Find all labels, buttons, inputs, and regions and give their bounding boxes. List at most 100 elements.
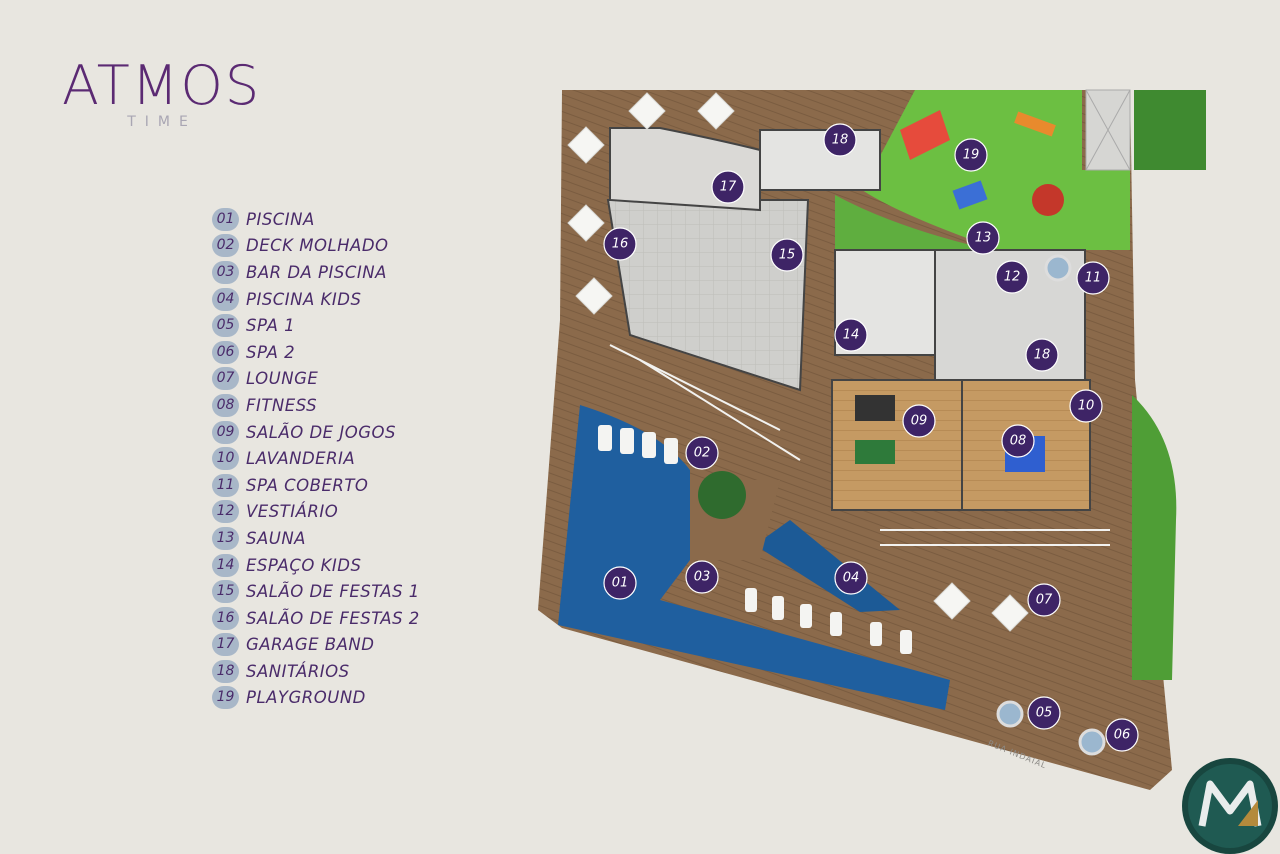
legend-label: ESPAÇO KIDS <box>246 555 362 575</box>
svg-text:01: 01 <box>612 576 629 591</box>
legend-number: 04 <box>212 287 239 311</box>
map-marker-18[interactable]: 18 <box>1025 338 1059 372</box>
map-marker-11[interactable]: 11 <box>1076 261 1110 295</box>
legend-number: 03 <box>212 260 239 284</box>
legend-item: 01 PISCINA <box>212 206 420 233</box>
legend-label: LOUNGE <box>246 369 319 389</box>
legend-number: 14 <box>212 553 239 577</box>
map-marker-08[interactable]: 08 <box>1001 424 1035 458</box>
legend-label: SAUNA <box>246 528 306 548</box>
map-marker-14[interactable]: 14 <box>834 318 868 352</box>
legend-item: 18 SANITÁRIOS <box>212 658 420 685</box>
legend-item: 14 ESPAÇO KIDS <box>212 552 420 579</box>
svg-text:04: 04 <box>843 571 860 586</box>
svg-text:17: 17 <box>720 180 737 195</box>
legend-label: DECK MOLHADO <box>246 236 389 256</box>
legend-item: 15 SALÃO DE FESTAS 1 <box>212 578 420 605</box>
svg-text:05: 05 <box>1036 706 1053 721</box>
legend-number: 10 <box>212 447 239 471</box>
legend-number: 13 <box>212 526 239 550</box>
map-marker-05[interactable]: 05 <box>1027 696 1061 730</box>
svg-text:16: 16 <box>612 237 629 252</box>
legend-item: 13 SAUNA <box>212 525 420 552</box>
games-room <box>831 379 963 511</box>
svg-text:11: 11 <box>1085 271 1102 286</box>
slide <box>900 110 950 160</box>
map-marker-04[interactable]: 04 <box>834 561 868 595</box>
legend-number: 06 <box>212 340 239 364</box>
legend-item: 19 PLAYGROUND <box>212 685 420 712</box>
map-marker-07[interactable]: 07 <box>1027 583 1061 617</box>
legend-label: PLAYGROUND <box>246 688 366 708</box>
map-marker-01[interactable]: 01 <box>603 566 637 600</box>
legend-number: 19 <box>212 686 239 710</box>
map-marker-18[interactable]: 18 <box>823 123 857 157</box>
logo-subtitle: TIME <box>127 114 197 130</box>
map-marker-12[interactable]: 12 <box>995 260 1029 294</box>
map-marker-06[interactable]: 06 <box>1105 718 1139 752</box>
legend-label: SALÃO DE FESTAS 2 <box>246 608 420 628</box>
map-marker-09[interactable]: 09 <box>902 404 936 438</box>
legend-item: 07 LOUNGE <box>212 366 420 393</box>
map-marker-16[interactable]: 16 <box>603 227 637 261</box>
legend-label: SANITÁRIOS <box>246 661 350 681</box>
map-marker-03[interactable]: 03 <box>685 560 719 594</box>
legend-label: FITNESS <box>246 395 318 415</box>
lawn-strip <box>1132 395 1177 680</box>
pergola <box>609 344 1110 546</box>
svg-text:09: 09 <box>911 414 928 429</box>
restroom-block <box>759 129 881 191</box>
legend-item: 16 SALÃO DE FESTAS 2 <box>212 605 420 632</box>
legend-number: 05 <box>212 314 239 338</box>
legend-item: 12 VESTIÁRIO <box>212 499 420 526</box>
spa-tub-2 <box>1078 728 1106 756</box>
spa-tub-1 <box>996 700 1024 728</box>
map-marker-02[interactable]: 02 <box>685 436 719 470</box>
svg-text:12: 12 <box>1004 270 1021 285</box>
svg-text:07: 07 <box>1036 593 1053 608</box>
legend-label: BAR DA PISCINA <box>246 262 387 282</box>
svg-text:18: 18 <box>1034 348 1051 363</box>
sun-loungers <box>598 425 912 654</box>
main-pool <box>558 405 950 710</box>
svg-text:14: 14 <box>843 328 860 343</box>
svg-text:03: 03 <box>694 570 711 585</box>
legend: 01 PISCINA 02 DECK MOLHADO 03 BAR DA PISCIN… <box>212 206 420 711</box>
map-marker-19[interactable]: 19 <box>954 138 988 172</box>
legend-label: VESTIÁRIO <box>246 502 339 522</box>
map-marker-15[interactable]: 15 <box>770 238 804 272</box>
legend-number: 12 <box>212 500 239 524</box>
legend-number: 07 <box>212 367 239 391</box>
legend-number: 02 <box>212 234 239 258</box>
logo-title: ATMOS <box>62 54 262 117</box>
legend-label: PISCINA <box>246 209 315 229</box>
map-marker-17[interactable]: 17 <box>711 170 745 204</box>
svg-text:13: 13 <box>975 231 992 246</box>
legend-number: 16 <box>212 606 239 630</box>
legend-number: 18 <box>212 659 239 683</box>
map-marker-13[interactable]: 13 <box>966 221 1000 255</box>
map-marker-10[interactable]: 10 <box>1069 389 1103 423</box>
legend-label: PISCINA KIDS <box>246 289 362 309</box>
legend-label: LAVANDERIA <box>246 449 356 469</box>
umbrellas <box>567 92 1029 632</box>
logo: ATMOS TIME <box>62 54 262 131</box>
legend-number: 11 <box>212 473 239 497</box>
legend-item: 10 LAVANDERIA <box>212 445 420 472</box>
legend-item: 02 DECK MOLHADO <box>212 233 420 260</box>
legend-number: 15 <box>212 580 239 604</box>
svg-text:15: 15 <box>779 248 796 263</box>
legend-label: GARAGE BAND <box>246 635 375 655</box>
svg-text:10: 10 <box>1078 399 1095 414</box>
legend-item: 11 SPA COBERTO <box>212 472 420 499</box>
legend-label: SALÃO DE FESTAS 1 <box>246 582 420 602</box>
legend-number: 01 <box>212 207 239 231</box>
brand-logo-icon <box>1182 758 1278 854</box>
legend-label: SPA COBERTO <box>246 475 369 495</box>
